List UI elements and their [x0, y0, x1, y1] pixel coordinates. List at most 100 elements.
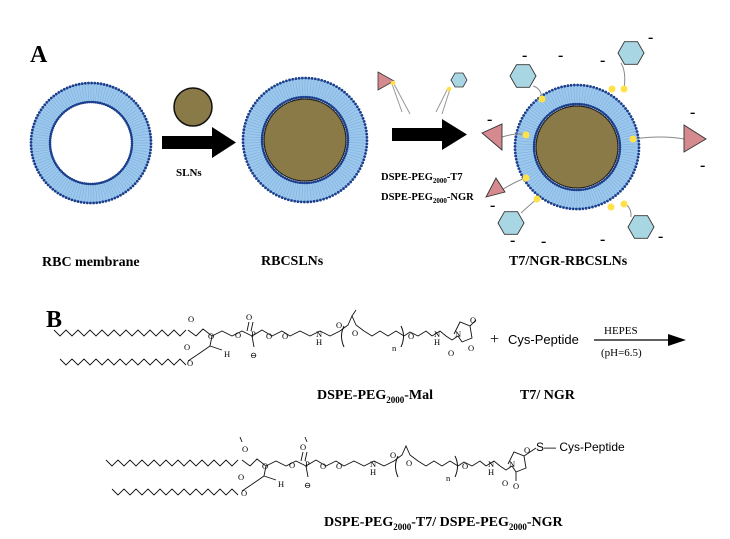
reaction-reagent: Cys-Peptide	[508, 332, 579, 347]
product-acyl-chain-2	[111, 488, 239, 496]
negative-charge: -	[541, 233, 546, 250]
negative-charge: -	[600, 52, 605, 69]
product-structure	[105, 436, 537, 496]
svg-text:O: O	[352, 328, 358, 338]
svg-text:H: H	[278, 479, 284, 489]
arrow-2	[392, 119, 467, 150]
svg-text:P: P	[305, 459, 310, 469]
svg-text:O: O	[242, 444, 248, 454]
reactant-acyl-chain-2	[59, 358, 187, 366]
ngr-hexagon	[497, 211, 525, 235]
svg-text:O: O	[468, 343, 474, 353]
svg-text:N: N	[455, 329, 461, 339]
svg-text:⊖: ⊖	[304, 480, 311, 490]
arrow-1-label: SLNs	[176, 167, 202, 179]
svg-text:O: O	[470, 315, 476, 325]
product-peg-brackets	[395, 455, 458, 478]
svg-text:O: O	[502, 478, 508, 488]
peptide-label: T7/ NGR	[520, 388, 576, 403]
svg-text:O: O	[448, 348, 454, 358]
panel-a-letter: A	[30, 42, 48, 68]
arrow-1	[162, 127, 236, 158]
svg-text:O: O	[282, 331, 288, 341]
svg-text:O: O	[336, 461, 342, 471]
svg-text:⊖: ⊖	[250, 350, 257, 360]
svg-text:O: O	[406, 458, 412, 468]
svg-text:O: O	[208, 331, 214, 341]
reactant-peg-brackets	[341, 325, 404, 348]
rbcsln-vesicle	[241, 76, 369, 204]
svg-text:H: H	[370, 467, 376, 477]
reaction-arrow	[594, 334, 686, 346]
t7ngr-rbcsln-vesicle	[513, 83, 641, 211]
svg-text:O: O	[188, 314, 194, 324]
svg-text:O: O	[262, 461, 268, 471]
product-label: DSPE-PEG2000-T7/ DSPE-PEG2000-NGR	[324, 515, 564, 532]
svg-text:O: O	[246, 312, 252, 322]
arrow-2-label-line1: DSPE-PEG2000-T7	[381, 172, 463, 185]
svg-text:H: H	[224, 349, 230, 359]
ngr-hexagon	[627, 215, 655, 239]
label-t7ngr-rbcslns: T7/NGR-RBCSLNs	[509, 254, 628, 269]
ngr-ligand-icon	[435, 72, 468, 115]
svg-text:O: O	[462, 461, 468, 471]
svg-text:O: O	[266, 331, 272, 341]
linker-dot	[522, 174, 530, 182]
svg-text:N: N	[370, 459, 376, 469]
rbc-membrane-vesicle	[29, 81, 153, 205]
ngr-hexagon	[617, 41, 645, 65]
linker-dot	[629, 135, 637, 143]
linker-dot	[533, 195, 541, 203]
reaction-condition-bottom: (pH=6.5)	[601, 347, 642, 359]
svg-text:O: O	[184, 342, 190, 352]
svg-text:n: n	[446, 473, 451, 483]
negative-charge: -	[522, 47, 527, 64]
t7-ligand-icon	[377, 71, 411, 115]
svg-text:O: O	[336, 320, 342, 330]
svg-text:N: N	[316, 329, 322, 339]
reaction-plus: +	[490, 331, 499, 348]
product-substituent: S— Cys-Peptide	[536, 440, 625, 454]
svg-text:O: O	[187, 358, 193, 368]
reactant-glycerol-backbone	[195, 328, 341, 337]
linker-dot	[620, 200, 628, 208]
linker-dot	[522, 131, 530, 139]
svg-text:H: H	[316, 337, 322, 347]
svg-text:H: H	[434, 337, 440, 347]
svg-text:n: n	[392, 343, 397, 353]
negative-charge: -	[658, 228, 663, 245]
svg-text:N: N	[509, 459, 515, 469]
svg-text:O: O	[241, 488, 247, 498]
negative-charge: -	[490, 197, 495, 214]
sln-particle	[173, 87, 213, 127]
t7-triangle	[481, 123, 503, 151]
svg-text:O: O	[513, 481, 519, 491]
svg-text:O: O	[408, 331, 414, 341]
negative-charge: -	[690, 104, 695, 121]
svg-text:O: O	[300, 442, 306, 452]
negative-charge: -	[558, 47, 563, 64]
panel-b-letter: B	[46, 307, 62, 333]
reactant-structure	[53, 309, 477, 366]
negative-charge: -	[487, 111, 492, 128]
negative-charge: -	[510, 232, 515, 249]
reactant-atom-labels: O O O O H O O P O ⊖ O H N O O n O H N O …	[184, 312, 476, 368]
reaction-condition-top: HEPES	[604, 325, 638, 337]
t7-triangle	[485, 177, 506, 198]
negative-charge: -	[648, 29, 653, 46]
svg-text:H: H	[488, 467, 494, 477]
product-atom-labels: O O O O H O O P O ⊖ O H N O O n O H N O …	[238, 442, 530, 498]
ngr-hexagon	[509, 64, 537, 88]
svg-text:P: P	[251, 329, 256, 339]
arrow-2-label-line2: DSPE-PEG2000-NGR	[381, 192, 474, 205]
product-acyl-chain-1	[105, 459, 239, 467]
negative-charge: -	[700, 157, 705, 174]
linker-dot	[538, 95, 546, 103]
linker-dot	[620, 85, 628, 93]
svg-text:O: O	[320, 461, 326, 471]
label-rbc-membrane: RBC membrane	[42, 255, 140, 270]
svg-text:N: N	[488, 459, 494, 469]
svg-text:O: O	[289, 460, 295, 470]
surface-ligands: ------------	[481, 29, 707, 250]
